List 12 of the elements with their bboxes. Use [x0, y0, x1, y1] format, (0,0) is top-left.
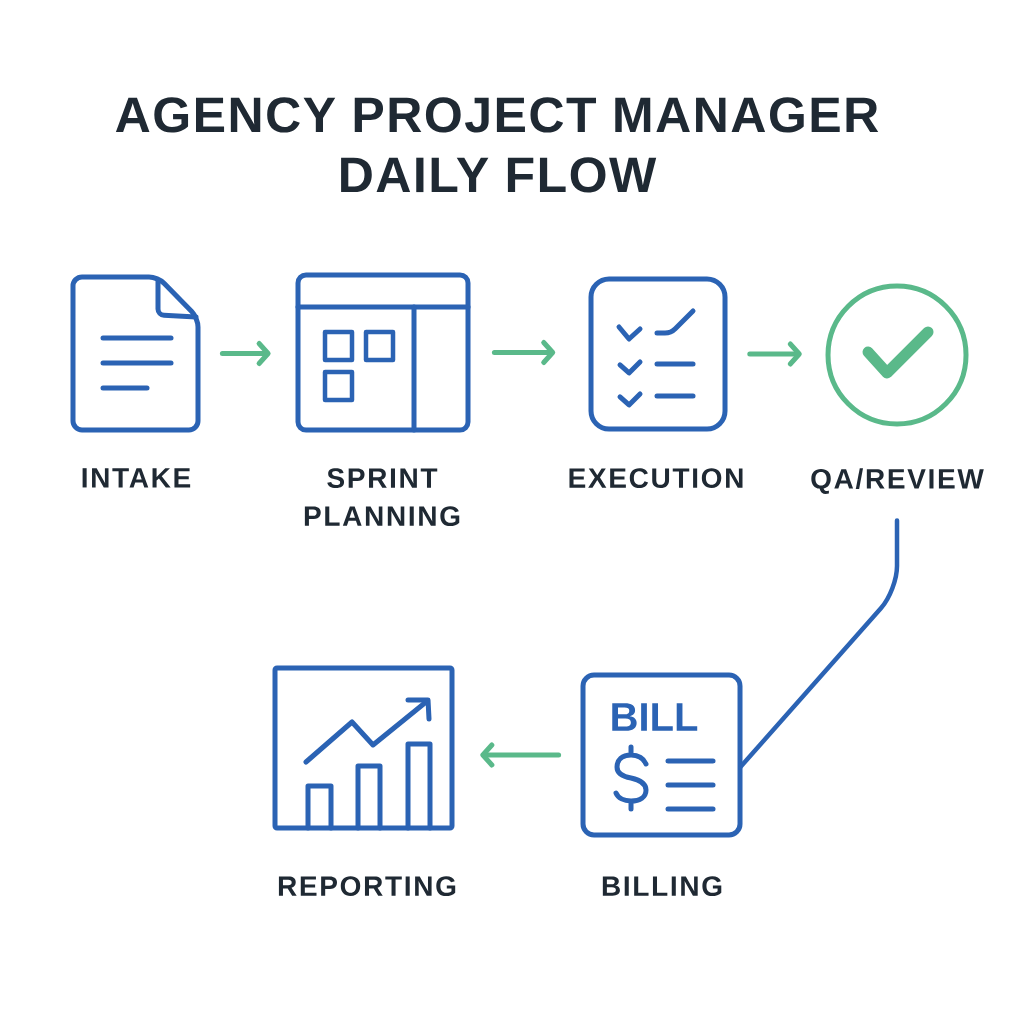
arrow	[491, 340, 556, 365]
step-label: QA/REVIEW	[811, 468, 984, 494]
arrow	[219, 341, 271, 366]
step-label: INTAKE	[82, 468, 191, 488]
step-label: EXECUTION	[569, 468, 743, 488]
step-label: REPORTING	[278, 876, 456, 896]
title: AGENCY PROJECT MANAGER DAILY FLOW	[115, 97, 879, 193]
arrow	[480, 742, 562, 768]
invoice-heading: BILL	[612, 703, 698, 731]
step-label: SPRINT PLANNING	[304, 468, 460, 526]
step-label: BILLING	[602, 876, 722, 896]
arrow	[747, 341, 802, 367]
